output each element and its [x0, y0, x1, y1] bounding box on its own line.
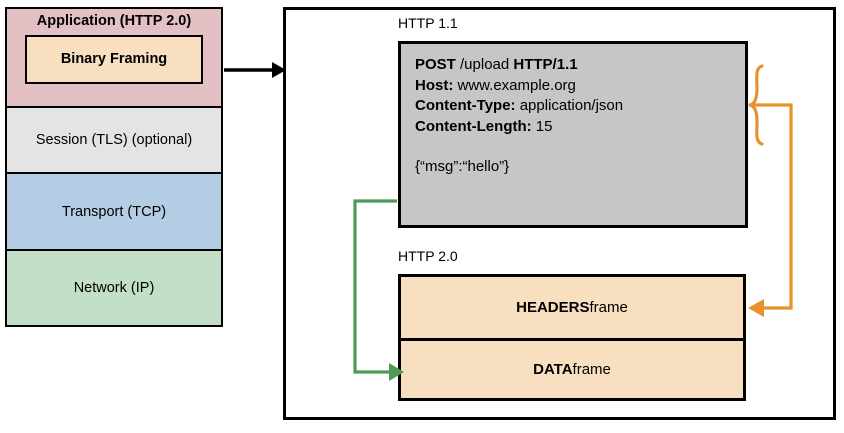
http11-message-body: {“msg”:“hello”} — [415, 158, 510, 175]
binary-framing-box: Binary Framing — [25, 34, 203, 84]
http20-headers-frame-name: HEADERS — [516, 298, 590, 316]
stack-layer-network-label: Network (IP) — [73, 280, 155, 296]
protocol-stack: Application (HTTP 2.0) Binary Framing Se… — [5, 7, 223, 327]
stack-layer-session-label: Session (TLS) (optional) — [35, 132, 193, 148]
stack-layer-session: Session (TLS) (optional) — [7, 106, 221, 172]
stack-layer-application-label: Application (HTTP 2.0) — [36, 13, 192, 29]
http20-data-frame-name: DATA — [533, 360, 573, 378]
http11-label: HTTP 1.1 — [398, 15, 458, 31]
http11-header-content-type-name: Content-Type: — [415, 97, 516, 114]
http11-request-line-0-path: /upload — [455, 56, 514, 73]
stack-layer-transport-label: Transport (TCP) — [61, 203, 167, 220]
http20-label: HTTP 2.0 — [398, 248, 458, 264]
http20-frames-box: HEADERS frame DATA frame — [398, 274, 746, 401]
http11-request-line-0-method: POST — [415, 56, 456, 73]
http11-message-box: POST /upload HTTP/1.1 Host: www.example.… — [398, 41, 748, 228]
http11-request-line-0: POST /upload HTTP/1.1 — [415, 55, 745, 76]
http11-request-line-0-version: HTTP/1.1 — [513, 56, 578, 73]
http11-request-line-1: Host: www.example.org — [415, 76, 745, 97]
arrow-stack-to-framing-box — [224, 62, 286, 78]
http20-data-frame-suffix: frame — [572, 360, 611, 378]
http11-header-content-length-name: Content-Length: — [415, 117, 532, 135]
stack-layer-application: Application (HTTP 2.0) Binary Framing — [7, 9, 221, 106]
stack-layer-network: Network (IP) — [7, 249, 221, 325]
stack-layer-transport: Transport (TCP) — [7, 172, 221, 249]
http20-headers-frame: HEADERS frame — [401, 277, 743, 338]
http11-header-content-length-value: 15 — [531, 117, 553, 135]
http11-request-line-2: Content-Type: application/json — [415, 96, 745, 117]
http11-header-host-value: www.example.org — [453, 76, 576, 94]
http11-header-content-type-value: application/json — [515, 97, 624, 114]
http20-data-frame: DATA frame — [401, 337, 743, 399]
http20-headers-frame-suffix: frame — [589, 298, 628, 316]
http11-header-host-name: Host: — [415, 76, 454, 94]
binary-framing-label: Binary Framing — [60, 51, 168, 67]
framing-container-box — [283, 7, 836, 420]
http11-request-line-3: Content-Length: 15 — [415, 117, 745, 138]
